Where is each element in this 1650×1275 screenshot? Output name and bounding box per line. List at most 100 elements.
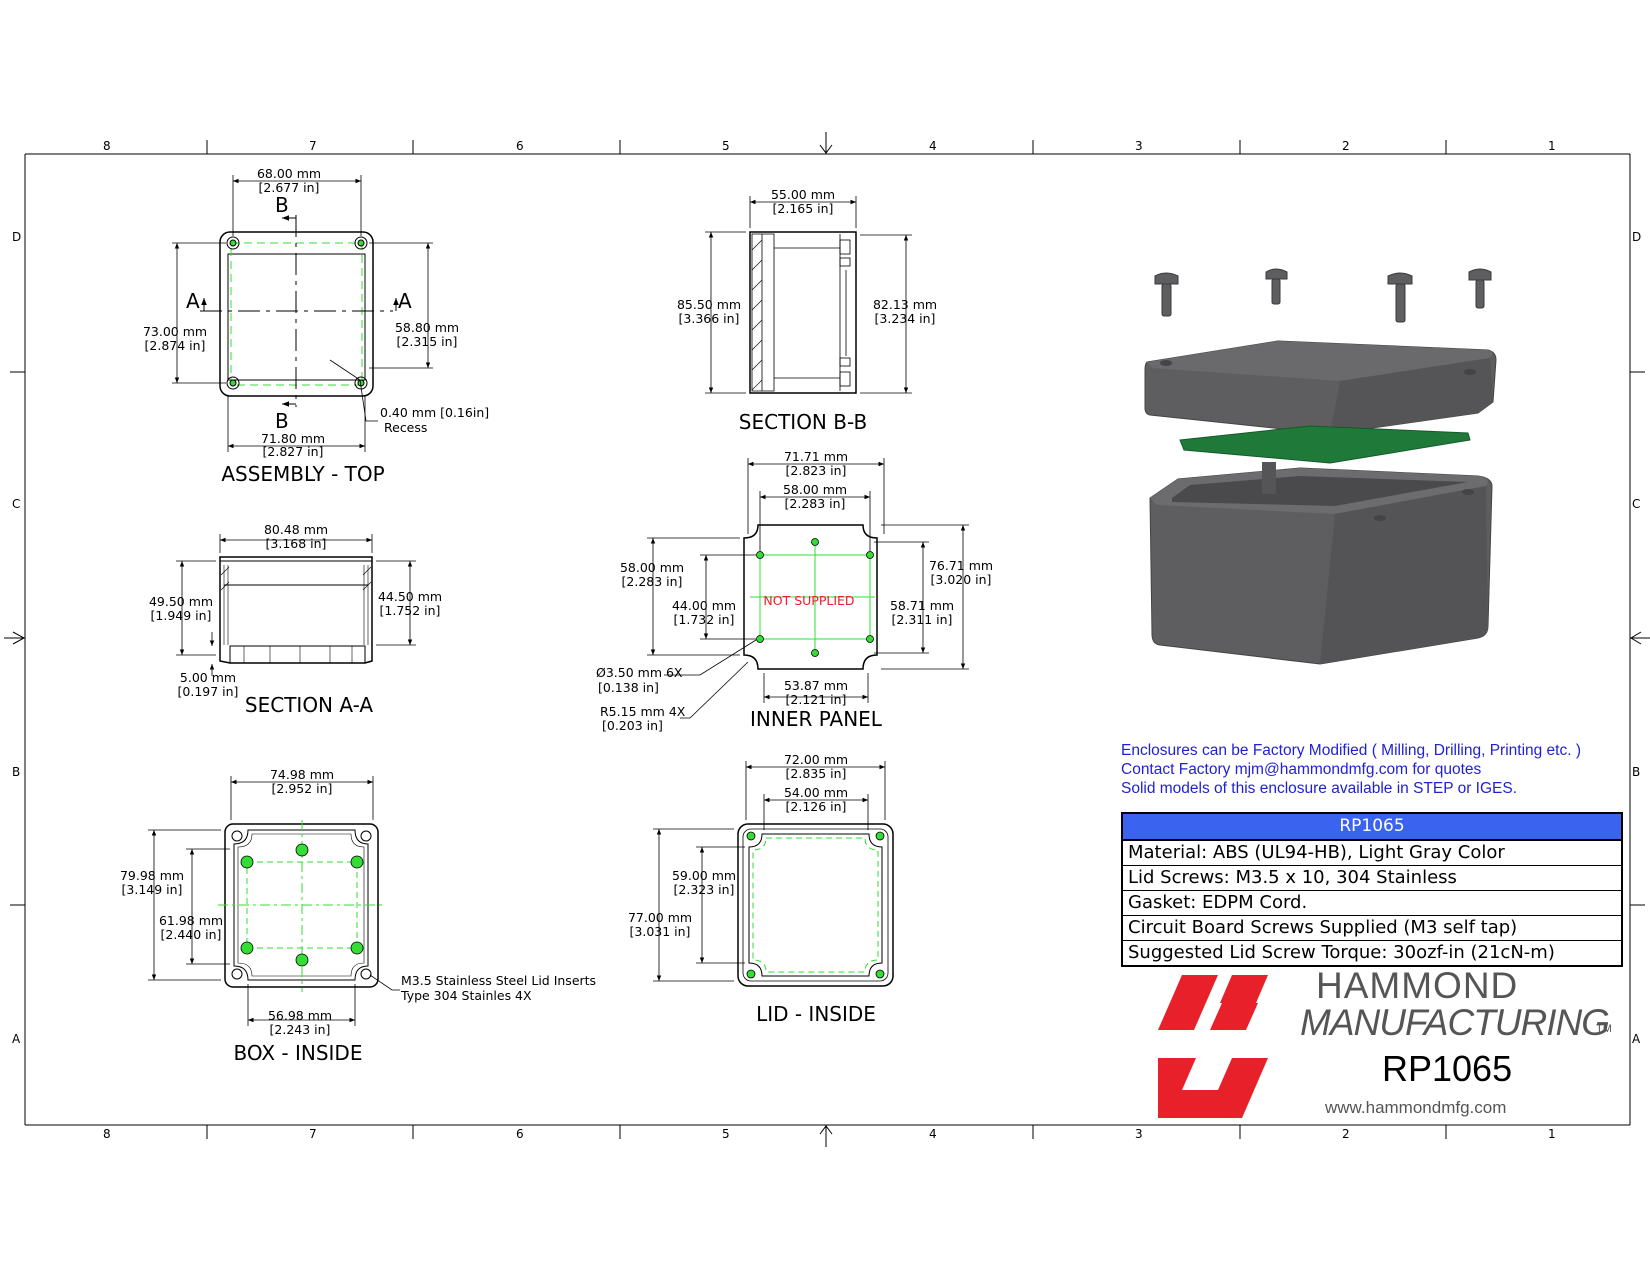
zone-col-2-bottom: 2: [1342, 1127, 1350, 1141]
box-insert-note-2: Type 304 Stainles 4X: [400, 988, 532, 1003]
dim-box-inner-height-mm: 61.98 mm: [159, 913, 223, 928]
zone-row-d-right: D: [1632, 230, 1641, 244]
dim-aa-base-in: [0.197 in]: [178, 684, 239, 699]
dim-ip-hole-spacing-in: [1.732 in]: [674, 612, 735, 627]
view-lid-inside: 72.00 mm [2.835 in] 54.00 mm [2.126 in] …: [628, 752, 894, 1026]
zone-row-a: A: [12, 1032, 21, 1046]
zone-col-2: 2: [1342, 139, 1350, 153]
dim-lid-inner-h-in: [2.323 in]: [674, 882, 735, 897]
dim-ip-bottom-in: [2.121 in]: [786, 692, 847, 707]
dim-bb-width-in: [2.165 in]: [773, 201, 834, 216]
lid-screws: [1154, 268, 1492, 323]
view-box-inside: 74.98 mm [2.952 in] 79.98 mm [3.149 in] …: [120, 767, 596, 1065]
note-solid-models: Solid models of this enclosure available…: [1121, 780, 1518, 797]
section-label-a-left: A: [186, 289, 200, 313]
view-title-assembly-top: ASSEMBLY - TOP: [221, 462, 384, 486]
dim-box-bottom-in: [2.243 in]: [270, 1022, 331, 1037]
zone-col-4: 4: [929, 139, 937, 153]
zone-col-5: 5: [722, 139, 730, 153]
view-title-section-bb: SECTION B-B: [739, 410, 867, 434]
dim-aa-width-in: [3.168 in]: [266, 536, 327, 551]
box-body: [1149, 462, 1493, 665]
note-contact: Contact Factory mjm@hammondmfg.com for q…: [1121, 761, 1482, 778]
spec-row-gasket: Gasket: EDPM Cord.: [1123, 891, 1621, 916]
dim-aa-left-mm: 49.50 mm: [149, 594, 213, 609]
view-section-bb: 55.00 mm [2.165 in] 85.50 mm [3.366 in] …: [677, 187, 937, 434]
zone-col-6-bottom: 6: [516, 1127, 524, 1141]
dim-box-height-mm: 79.98 mm: [120, 868, 184, 883]
dim-ip-left-in: [2.283 in]: [622, 574, 683, 589]
spec-row-material: Material: ABS (UL94-HB), Light Gray Colo…: [1123, 841, 1621, 866]
dim-lid-outer-h-in: [3.031 in]: [630, 924, 691, 939]
dim-inner-height-in: [2.315 in]: [397, 334, 458, 349]
spec-row-pcb-screws: Circuit Board Screws Supplied (M3 self t…: [1123, 916, 1621, 941]
logo-trademark: TM: [1596, 1023, 1612, 1035]
view-title-section-aa: SECTION A-A: [245, 693, 373, 717]
dim-box-height-in: [3.149 in]: [122, 882, 183, 897]
zone-row-c: C: [12, 497, 20, 511]
dim-box-width-mm: 74.98 mm: [270, 767, 334, 782]
dim-bb-left-in: [3.366 in]: [679, 311, 740, 326]
dim-bottom-mm: 71.80 mm: [261, 431, 325, 446]
dim-ip-radius-in: [0.203 in]: [602, 718, 663, 733]
spec-table: RP1065 Material: ABS (UL94-HB), Light Gr…: [1121, 812, 1623, 967]
dim-bb-left-mm: 85.50 mm: [677, 297, 741, 312]
spec-row-lid-screws: Lid Screws: M3.5 x 10, 304 Stainless: [1123, 866, 1621, 891]
dim-recess: 0.40 mm [0.16in]: [380, 405, 489, 420]
enclosure-3d-render: [1144, 268, 1497, 665]
dim-lid-outer-w-mm: 72.00 mm: [784, 752, 848, 767]
dim-lid-inner-w-in: [2.126 in]: [786, 799, 847, 814]
zone-col-7: 7: [309, 139, 317, 153]
zone-labels: 8 7 6 5 4 3 2 1 8 7 6 5 4 3 2 1 D C B A …: [12, 139, 1641, 1141]
inner-panel-note: NOT SUPPLIED: [763, 593, 854, 608]
zone-col-1-bottom: 1: [1548, 1127, 1556, 1141]
logo-name-manufacturing: MANUFACTURING: [1300, 1002, 1610, 1043]
dim-ip-outer-w-mm: 71.71 mm: [784, 449, 848, 464]
dim-ip-right-inner-in: [2.311 in]: [892, 612, 953, 627]
zone-col-6: 6: [516, 139, 524, 153]
dim-ip-hole-dia-in: [0.138 in]: [598, 680, 659, 695]
zone-col-5-bottom: 5: [722, 1127, 730, 1141]
zone-row-c-right: C: [1632, 497, 1640, 511]
zone-row-b: B: [12, 765, 20, 779]
zone-col-8: 8: [103, 139, 111, 153]
dim-aa-right-mm: 44.50 mm: [378, 589, 442, 604]
logo-website: www.hammondmfg.com: [1325, 1098, 1507, 1117]
zone-col-7-bottom: 7: [309, 1127, 317, 1141]
dim-box-width-in: [2.952 in]: [272, 781, 333, 796]
dim-aa-left-in: [1.949 in]: [151, 608, 212, 623]
dim-ip-right-outer-in: [3.020 in]: [931, 572, 992, 587]
dim-ip-inner-w-mm: 58.00 mm: [783, 482, 847, 497]
dim-lid-inner-h-mm: 59.00 mm: [672, 868, 736, 883]
dim-box-bottom-mm: 56.98 mm: [268, 1008, 332, 1023]
dim-ip-bottom-mm: 53.87 mm: [784, 678, 848, 693]
dim-inner-height-mm: 58.80 mm: [395, 320, 459, 335]
dim-lid-inner-w-mm: 54.00 mm: [784, 785, 848, 800]
dim-lid-outer-h-mm: 77.00 mm: [628, 910, 692, 925]
factory-notes: Enclosures can be Factory Modified ( Mil…: [1121, 741, 1621, 798]
view-assembly-top: B B A A 68.00 mm [2.677 in] 73.00 mm [2.…: [143, 166, 489, 486]
dim-ip-left-mm: 58.00 mm: [620, 560, 684, 575]
lid: [1144, 340, 1497, 435]
zone-row-a-right: A: [1632, 1032, 1641, 1046]
dim-width-mm: 68.00 mm: [257, 166, 321, 181]
zone-col-4-bottom: 4: [929, 1127, 937, 1141]
dim-height-in: [2.874 in]: [145, 338, 206, 353]
spec-row-torque: Suggested Lid Screw Torque: 30ozf-in (21…: [1128, 942, 1555, 963]
dim-ip-right-inner-mm: 58.71 mm: [890, 598, 954, 613]
dim-height-mm: 73.00 mm: [143, 324, 207, 339]
dim-bottom-in: [2.827 in]: [263, 444, 324, 459]
zone-row-d: D: [12, 230, 21, 244]
dim-bb-right-in: [3.234 in]: [875, 311, 936, 326]
section-label-a-right: A: [398, 289, 412, 313]
dim-width-in: [2.677 in]: [259, 180, 320, 195]
dim-ip-hole-dia-mm: Ø3.50 mm 6X: [596, 665, 683, 680]
section-label-b-bottom: B: [275, 409, 289, 433]
zone-col-1: 1: [1548, 139, 1556, 153]
section-label-b-top: B: [275, 193, 289, 217]
logo-part-number: RP1065: [1382, 1048, 1513, 1089]
zone-col-3-bottom: 3: [1135, 1127, 1143, 1141]
border-frame: [4, 132, 1650, 1147]
dim-bb-width-mm: 55.00 mm: [771, 187, 835, 202]
